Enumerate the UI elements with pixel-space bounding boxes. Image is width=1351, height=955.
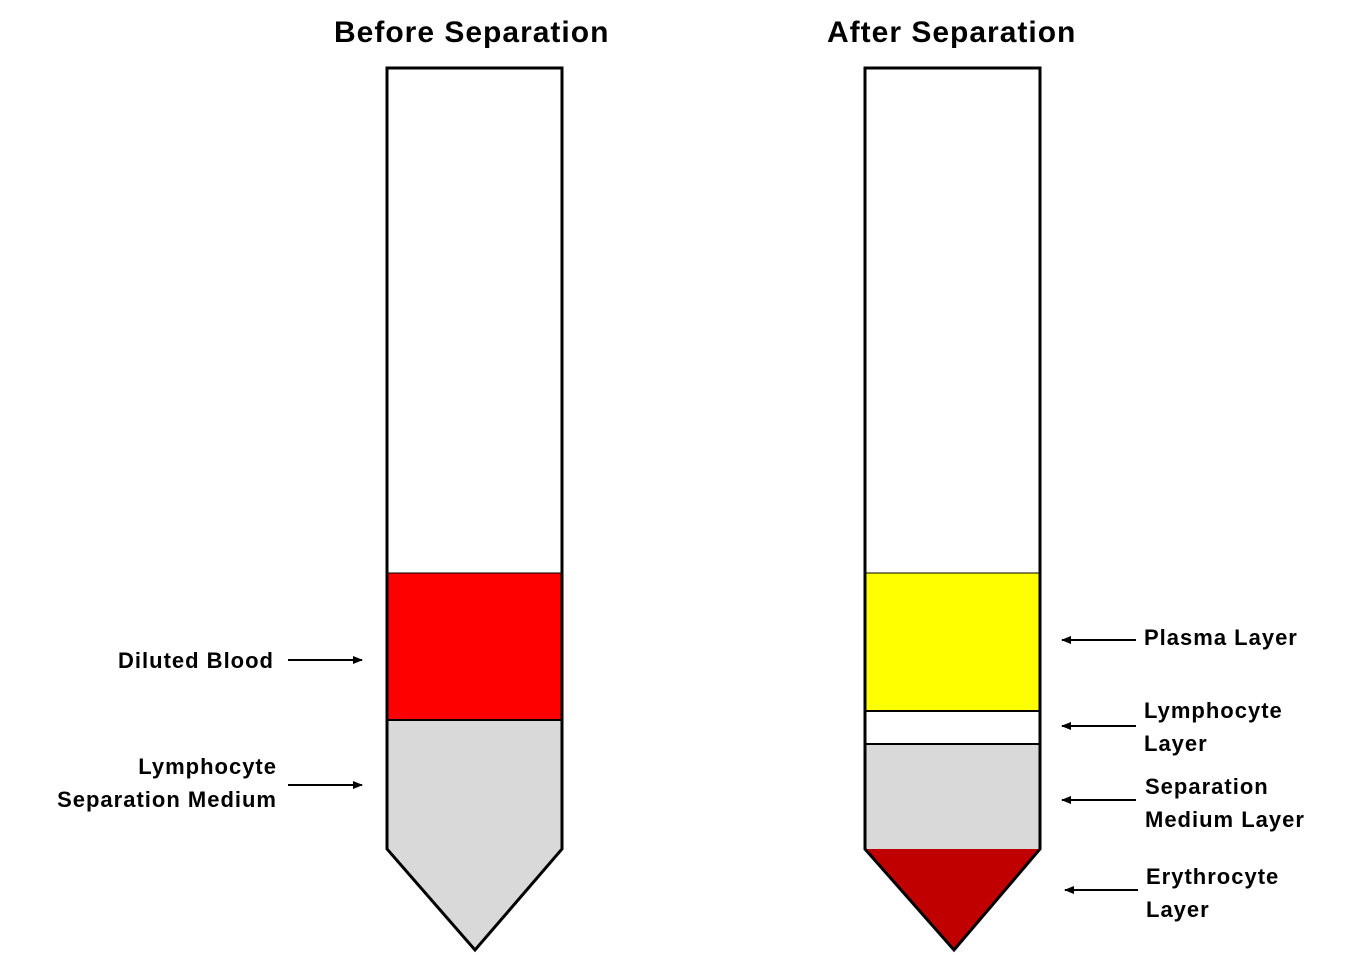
sepmed-line-2: Medium Layer	[1145, 807, 1305, 832]
eryth-line-1: Erythrocyte	[1146, 864, 1280, 889]
diluted-blood-label: Diluted Blood	[118, 644, 274, 677]
separation-medium-layer-after	[865, 744, 1040, 849]
lymphocyte-separation-medium-label: Lymphocyte Separation Medium	[57, 750, 277, 816]
lymphocyte-layer	[865, 711, 1040, 744]
erythrocyte-layer-label: Erythrocyte Layer	[1146, 860, 1279, 926]
separation-medium-layer-label: Separation Medium Layer	[1145, 770, 1305, 836]
tube-after-outline	[863, 66, 1042, 953]
lymph-line-2: Layer	[1144, 731, 1208, 756]
eryth-line-2: Layer	[1146, 897, 1210, 922]
tube-before-outline	[385, 66, 564, 953]
plasma-layer	[865, 573, 1040, 711]
tube-after	[863, 66, 1042, 953]
lymph-line-1: Lymphocyte	[1144, 698, 1283, 723]
sepmed-line-1: Separation	[1145, 774, 1269, 799]
after-separation-title: After Separation	[827, 16, 1077, 49]
plasma-text: Plasma Layer	[1144, 625, 1298, 650]
plasma-layer-label: Plasma Layer	[1144, 621, 1298, 654]
tube-before	[385, 66, 564, 953]
diluted-blood-text: Diluted Blood	[118, 648, 274, 673]
separation-medium-layer-before	[387, 720, 562, 950]
erythrocyte-layer	[865, 849, 1040, 950]
lymphocyte-layer-label: Lymphocyte Layer	[1144, 694, 1283, 760]
lsm-line-1: Lymphocyte	[138, 754, 277, 779]
lsm-line-2: Separation Medium	[57, 787, 277, 812]
diluted-blood-layer	[387, 573, 562, 720]
before-separation-title: Before Separation	[334, 16, 610, 49]
